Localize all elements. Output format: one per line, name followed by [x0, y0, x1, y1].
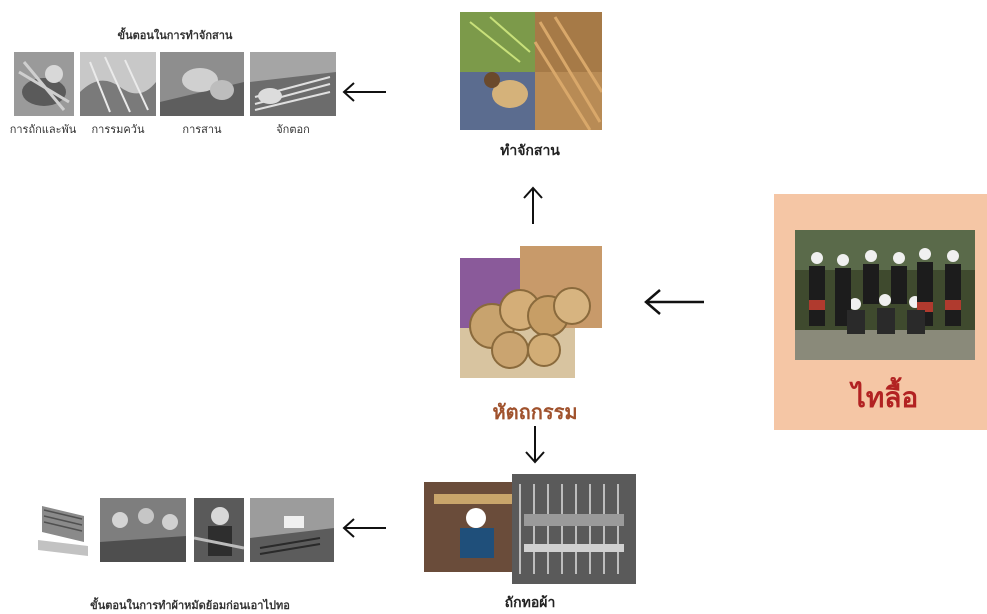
weaving-photo [424, 474, 636, 584]
dyeing-steps-title: ขั้นตอนในการทำผ้าหมัดย้อมก่อนเอาไปทอ [90, 599, 290, 612]
dye-step-photo-3 [194, 498, 244, 562]
step-label-weaving: การสาน [182, 123, 222, 136]
basketry-photo [460, 12, 602, 130]
step-photo-weaving [160, 52, 244, 116]
arrow-up-icon [521, 186, 545, 226]
arrow-left-icon [340, 80, 388, 104]
step-photo-smoking [80, 52, 156, 116]
basketry-label: ทำจักสาน [500, 143, 560, 159]
arrow-left-icon [642, 286, 706, 318]
step-photo-knot-wrap [14, 52, 74, 116]
step-label-smoking: การรมควัน [91, 123, 145, 136]
dye-step-photo-4 [250, 498, 334, 562]
step-label-knot-wrap: การถักและพัน [9, 123, 77, 136]
basketry-steps-title: ขั้นตอนในการทำจักสาน [117, 29, 233, 42]
handicraft-photo [460, 246, 602, 378]
tai-lue-label: ไทลื้อ [851, 381, 919, 414]
step-photo-strip-cutting [250, 52, 336, 116]
dye-step-photo-2 [100, 498, 186, 562]
handicraft-label: หัตถกรรม [492, 400, 578, 424]
weaving-label: ถักทอผ้า [504, 595, 556, 611]
dye-step-photo-1 [34, 496, 92, 562]
arrow-down-icon [523, 424, 547, 464]
tai-lue-group-photo [795, 230, 975, 360]
step-label-strip-cutting: จักตอก [276, 123, 310, 136]
arrow-left-icon [340, 516, 388, 540]
